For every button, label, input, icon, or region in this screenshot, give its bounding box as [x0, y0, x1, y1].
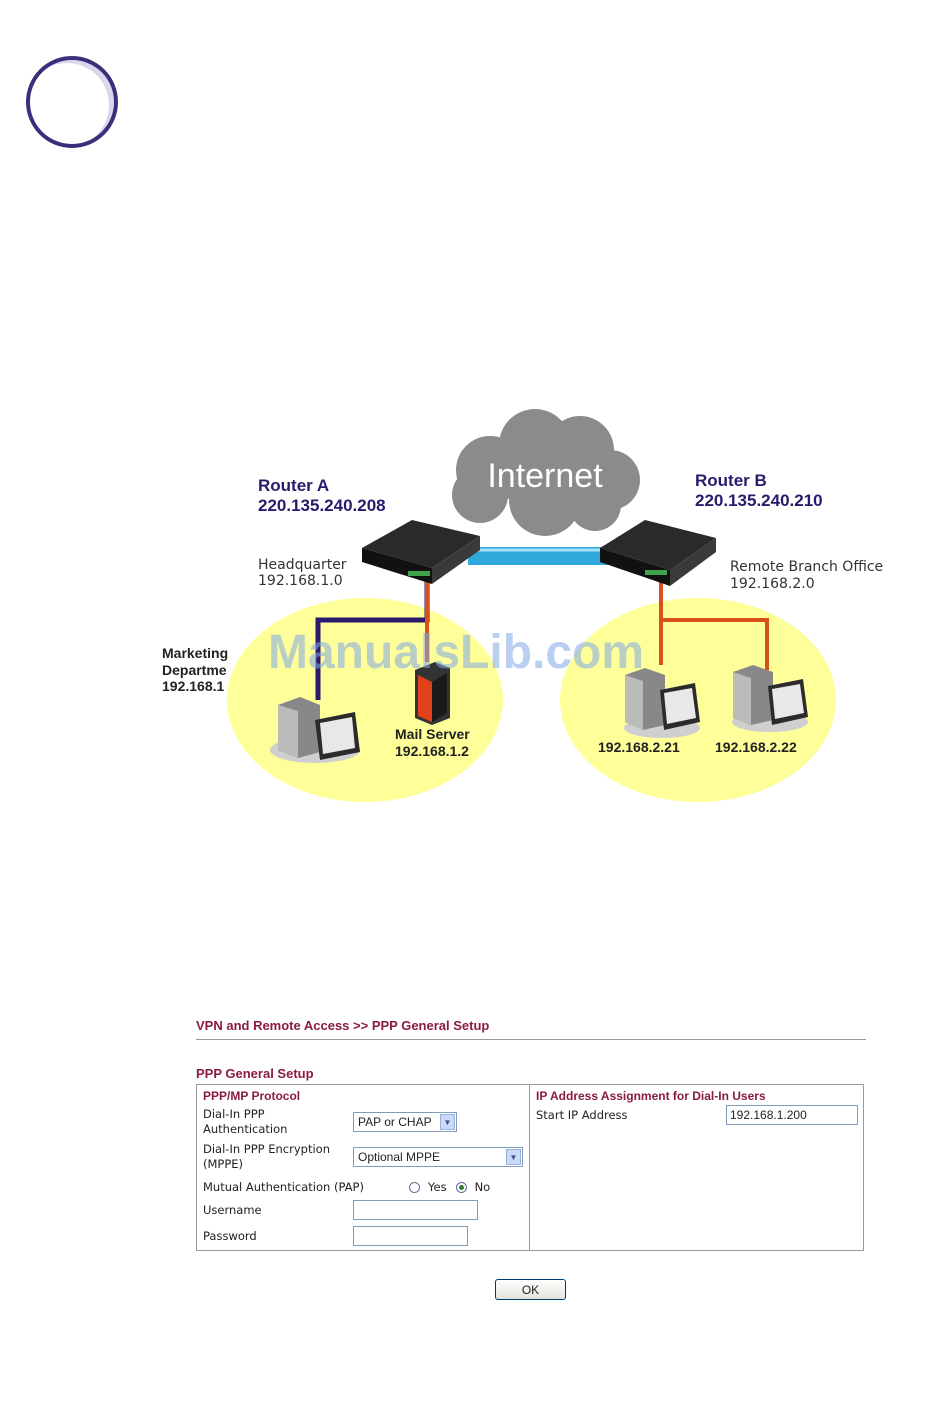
auth-label-line-1: Dial-In PPP: [203, 1107, 265, 1121]
internet-label: Internet: [487, 457, 603, 495]
mutual-auth-label: Mutual Authentication (PAP): [203, 1180, 364, 1194]
start-ip-label: Start IP Address: [536, 1108, 628, 1122]
router-a-device: [362, 520, 480, 584]
mail-server-ip: 192.168.1.2: [395, 743, 469, 759]
username-row: Username: [203, 1200, 523, 1220]
encryption-label-line-2: (MPPE): [203, 1157, 244, 1171]
branch-pc-2-icon: [732, 665, 808, 732]
router-b-ip: 220.135.240.210: [695, 491, 823, 510]
chevron-down-icon[interactable]: ▼: [506, 1149, 521, 1165]
branch-pc-1-icon: [624, 668, 700, 738]
marketing-line-1: Marketing: [162, 645, 228, 661]
marketing-line-2: Departme: [162, 662, 227, 678]
auth-select[interactable]: PAP or CHAP ▼: [353, 1112, 457, 1132]
ok-button[interactable]: OK: [495, 1279, 566, 1300]
router-b-name: Router B: [695, 471, 767, 490]
encryption-row: Dial-In PPP Encryption (MPPE) Optional M…: [203, 1142, 523, 1172]
setup-table: PPP/MP Protocol Dial-In PPP Authenticati…: [196, 1084, 864, 1251]
ppp-general-setup-panel: VPN and Remote Access >> PPP General Set…: [196, 1018, 866, 1251]
auth-label-line-2: Authentication: [203, 1122, 288, 1136]
radio-selected-dot: [458, 1184, 464, 1190]
username-label: Username: [203, 1202, 262, 1217]
password-row: Password: [203, 1226, 523, 1246]
mutual-no-radio[interactable]: [455, 1181, 467, 1193]
headquarter-name: Headquarter: [258, 557, 347, 573]
decorative-ring: [26, 56, 118, 148]
branch-line: [659, 580, 769, 670]
mutual-yes-label: Yes: [428, 1180, 447, 1194]
mail-server-name: Mail Server: [395, 726, 470, 742]
auth-row: Dial-In PPP Authentication PAP or CHAP ▼: [203, 1107, 523, 1137]
router-a-name: Router A: [258, 476, 329, 495]
ip-assignment-heading: IP Address Assignment for Dial-In Users: [536, 1089, 766, 1103]
branch-name: Remote Branch Office: [730, 559, 883, 575]
router-b-device: [600, 520, 716, 586]
network-diagram-svg: Internet Router A 220.135.240.208 Router…: [162, 409, 883, 802]
mutual-yes-radio[interactable]: [409, 1181, 420, 1193]
branch-pc-1-ip: 192.168.2.21: [598, 739, 680, 755]
marketing-line-3: 192.168.1: [162, 678, 224, 694]
branch-pc-2-ip: 192.168.2.22: [715, 739, 797, 755]
auth-label: Dial-In PPP Authentication: [203, 1107, 353, 1137]
mutual-no-label: No: [474, 1180, 491, 1194]
ppp-mp-heading: PPP/MP Protocol: [203, 1089, 301, 1103]
mutual-auth-row: Mutual Authentication (PAP) Yes No: [203, 1180, 523, 1194]
headquarter-subnet: 192.168.1.0: [258, 573, 343, 589]
encryption-select[interactable]: Optional MPPE ▼: [353, 1147, 523, 1167]
hq-pc-icon: [270, 697, 360, 763]
auth-select-value: PAP or CHAP: [358, 1115, 432, 1129]
breadcrumb: VPN and Remote Access >> PPP General Set…: [196, 1018, 490, 1033]
router-a-ip: 220.135.240.208: [258, 496, 386, 515]
start-ip-input[interactable]: 192.168.1.200: [726, 1105, 858, 1125]
ppp-mp-column: PPP/MP Protocol Dial-In PPP Authenticati…: [197, 1085, 530, 1250]
ip-assignment-column: IP Address Assignment for Dial-In Users …: [530, 1085, 864, 1250]
start-ip-row: Start IP Address 192.168.1.200: [536, 1105, 858, 1125]
encryption-label-line-1: Dial-In PPP Encryption: [203, 1142, 330, 1156]
section-title: PPP General Setup: [196, 1066, 314, 1081]
username-input[interactable]: [353, 1200, 478, 1220]
internet-cloud: Internet: [452, 409, 640, 536]
watermark: ManualsLib.com: [268, 626, 644, 679]
password-label: Password: [203, 1228, 257, 1243]
network-diagram: Internet Router A 220.135.240.208 Router…: [150, 400, 910, 820]
chevron-down-icon[interactable]: ▼: [440, 1114, 455, 1130]
divider: [196, 1039, 866, 1040]
encryption-select-value: Optional MPPE: [358, 1150, 441, 1164]
encryption-label: Dial-In PPP Encryption (MPPE): [203, 1142, 353, 1172]
branch-subnet: 192.168.2.0: [730, 576, 815, 592]
password-input[interactable]: [353, 1226, 468, 1246]
mail-server-icon: [415, 662, 450, 725]
